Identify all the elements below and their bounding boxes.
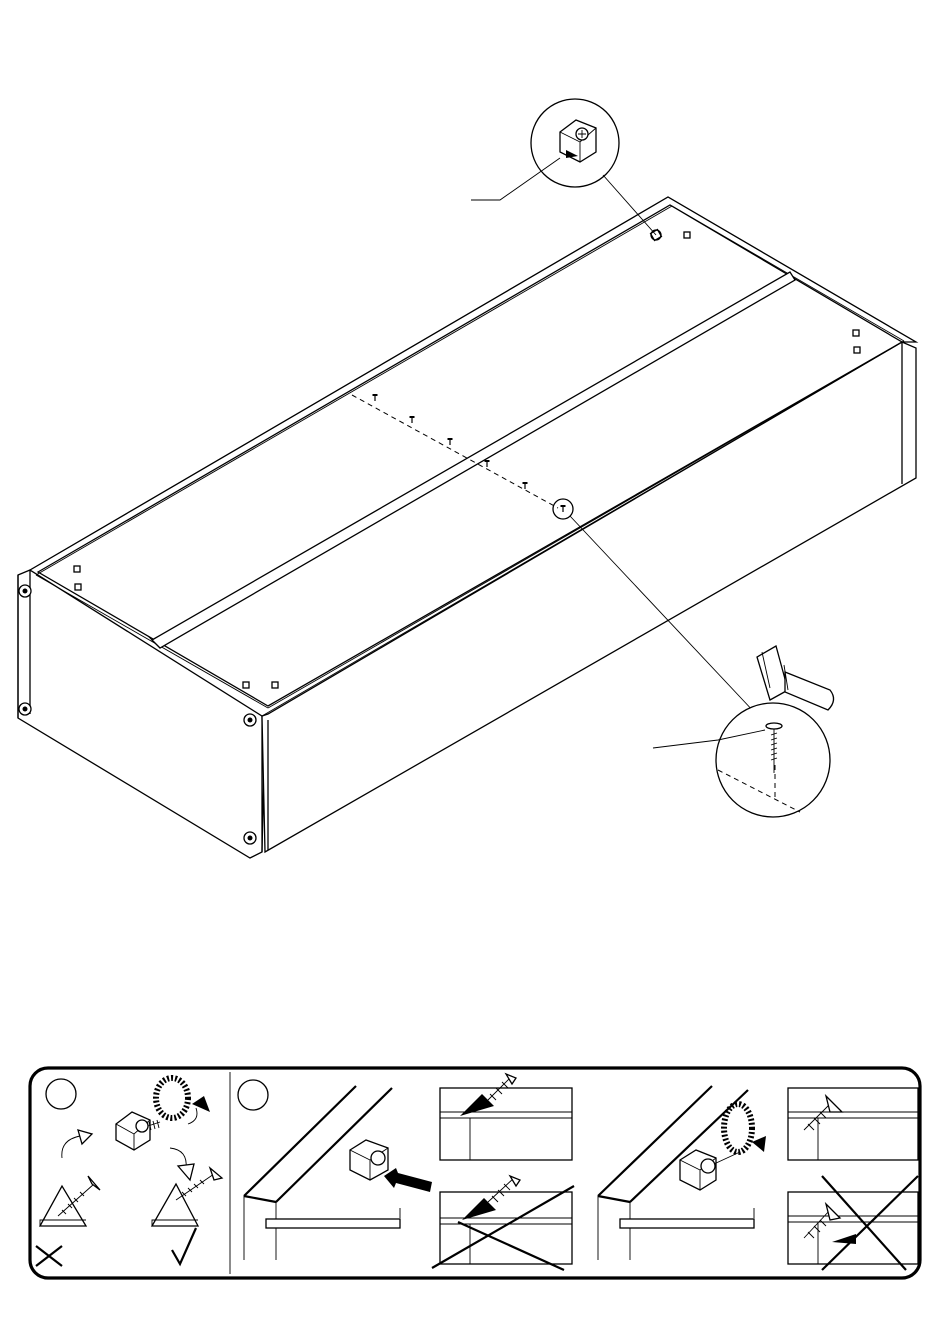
step-2-number-circle — [238, 1080, 268, 1110]
step-1-number-circle — [46, 1079, 76, 1109]
hammer-icon — [757, 646, 834, 710]
instruction-panel — [30, 1068, 920, 1278]
cam-connector-callout — [471, 99, 656, 235]
tightened-detail-box — [788, 1088, 918, 1160]
